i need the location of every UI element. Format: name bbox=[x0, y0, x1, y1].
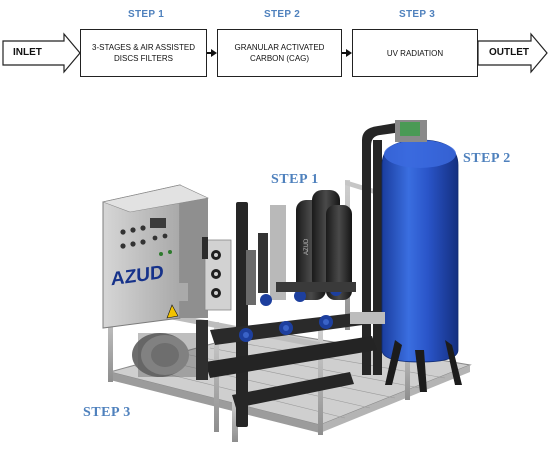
flow-arrows bbox=[2, 32, 548, 74]
manifold bbox=[196, 282, 385, 408]
inlet-label: INLET bbox=[13, 47, 42, 58]
flow-box-carbon-text: GRANULAR ACTIVATED CARBON (CAG) bbox=[234, 43, 325, 63]
outlet-arrow bbox=[477, 32, 548, 74]
picture-step-1-label: STEP 1 bbox=[271, 172, 319, 187]
flow-box-filters: 3-STAGES & AIR ASSISTED DISCS FILTERS bbox=[80, 29, 207, 77]
outlet-label: OUTLET bbox=[489, 47, 529, 58]
connector-2-head bbox=[346, 49, 352, 57]
flow-box-uv-text: UV RADIATION bbox=[386, 48, 444, 58]
uv-reactor bbox=[132, 333, 198, 377]
carbon-filter-tank bbox=[381, 120, 462, 392]
connector-1-head bbox=[211, 49, 217, 57]
pressure-gauges bbox=[178, 237, 232, 311]
inlet-arrow bbox=[2, 32, 81, 74]
control-cabinet: AZUD bbox=[101, 184, 209, 329]
picture-step-2-label: STEP 2 bbox=[463, 151, 511, 166]
disc-filters: AZUD bbox=[246, 190, 352, 305]
svg-text:AZUD: AZUD bbox=[304, 238, 310, 255]
flow-step-2-label: STEP 2 bbox=[264, 9, 301, 20]
flow-box-filters-text: 3-STAGES & AIR ASSISTED DISCS FILTERS bbox=[92, 43, 195, 63]
flow-box-carbon: GRANULAR ACTIVATED CARBON (CAG) bbox=[217, 29, 342, 77]
picture-step-3-label: STEP 3 bbox=[83, 405, 131, 420]
warning-sticker-icon bbox=[166, 304, 179, 319]
flow-box-uv: UV RADIATION bbox=[352, 29, 478, 77]
flow-step-1-label: STEP 1 bbox=[128, 9, 165, 20]
flow-step-3-label: STEP 3 bbox=[399, 9, 436, 20]
